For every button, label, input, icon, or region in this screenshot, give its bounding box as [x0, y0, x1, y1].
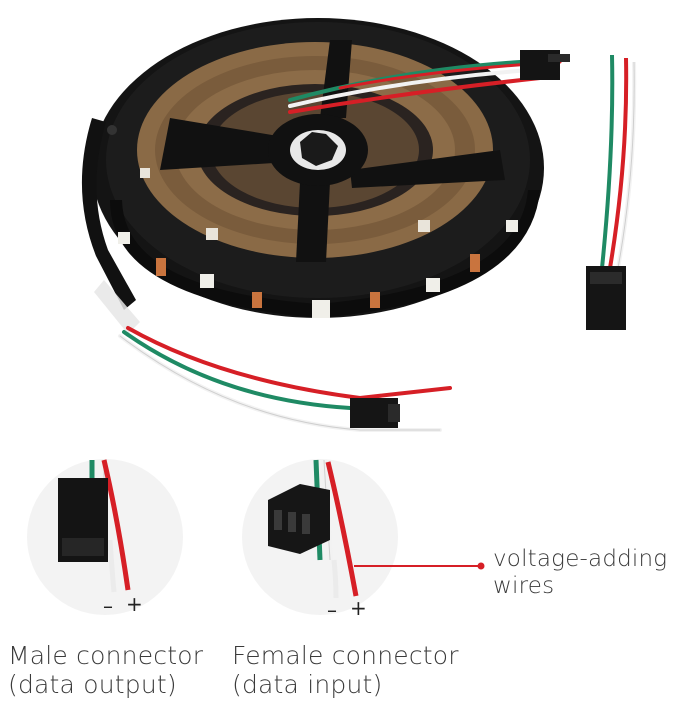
callout-line2: wires	[493, 573, 555, 599]
male-minus-sign: –	[103, 594, 113, 618]
male-connector-subtitle: (data output)	[8, 670, 177, 699]
male-plus-sign: +	[126, 592, 143, 616]
female-minus-sign: –	[327, 598, 337, 622]
male-connector-detail	[27, 459, 183, 615]
loose-male-connector	[586, 54, 637, 330]
male-connector-caption: Male connector (data output)	[8, 641, 203, 699]
female-connector-subtitle: (data input)	[232, 670, 383, 699]
female-connector-detail	[242, 459, 398, 615]
female-connector-title: Female connector	[232, 641, 459, 670]
female-connector-caption: Female connector (data input)	[232, 641, 459, 699]
reel-top-wires	[288, 50, 570, 114]
female-plus-sign: +	[350, 596, 367, 620]
callout-line1: voltage-adding	[493, 546, 668, 572]
strip-tail-wires	[118, 326, 452, 432]
callout-label: voltage-adding wires	[493, 546, 667, 600]
led-strip-reel	[81, 18, 544, 334]
male-connector-title: Male connector	[8, 641, 204, 670]
voltage-callout-line	[354, 562, 485, 570]
